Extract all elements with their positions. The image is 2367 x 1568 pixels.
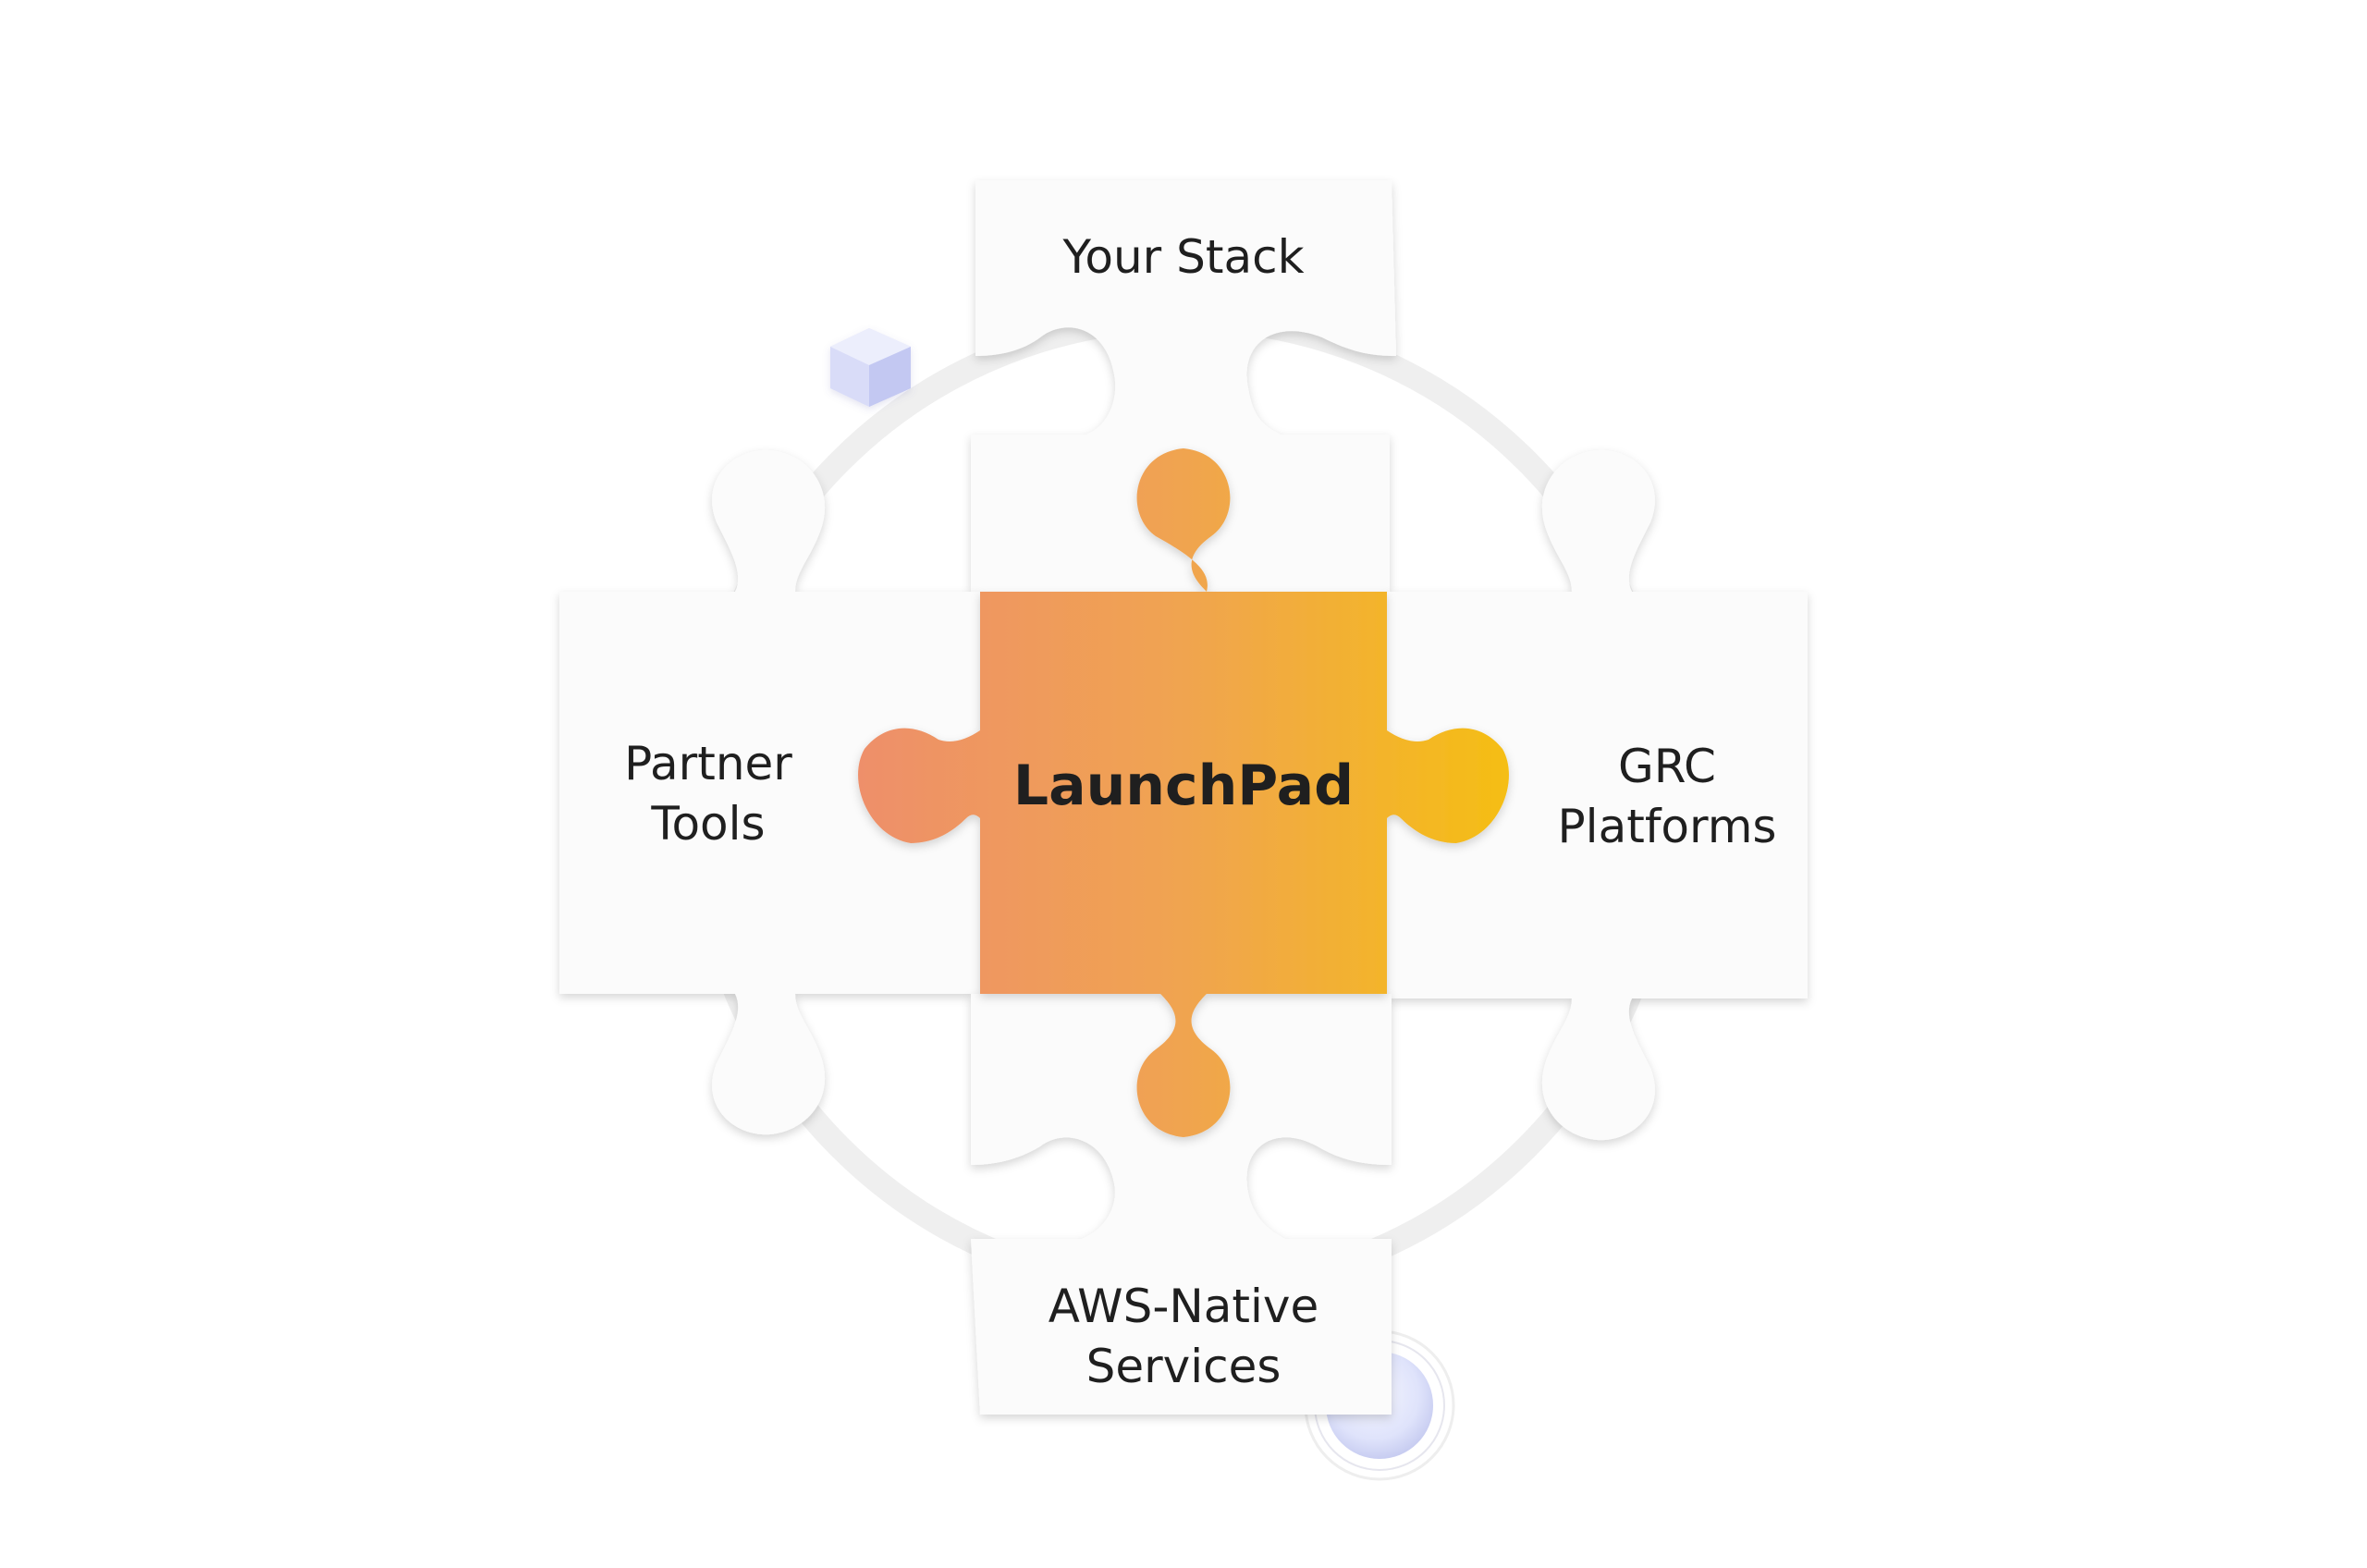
top-label: Your Stack	[1061, 230, 1304, 284]
left-label-line2: Tools	[650, 797, 765, 851]
right-label-line1: GRC	[1618, 740, 1716, 793]
left-label-line1: Partner	[624, 737, 792, 790]
piece-center	[858, 448, 1509, 1137]
bottom-label-line1: AWS-Native	[1049, 1280, 1319, 1333]
piece-right	[1387, 449, 1808, 1141]
center-label: LaunchPad	[1013, 753, 1354, 818]
bottom-label-line2: Services	[1086, 1340, 1282, 1393]
piece-left	[559, 449, 980, 1135]
piece-top	[971, 180, 1396, 592]
piece-bottom	[971, 994, 1392, 1415]
right-label-line2: Platforms	[1558, 800, 1777, 853]
cube-decoration	[830, 328, 911, 407]
